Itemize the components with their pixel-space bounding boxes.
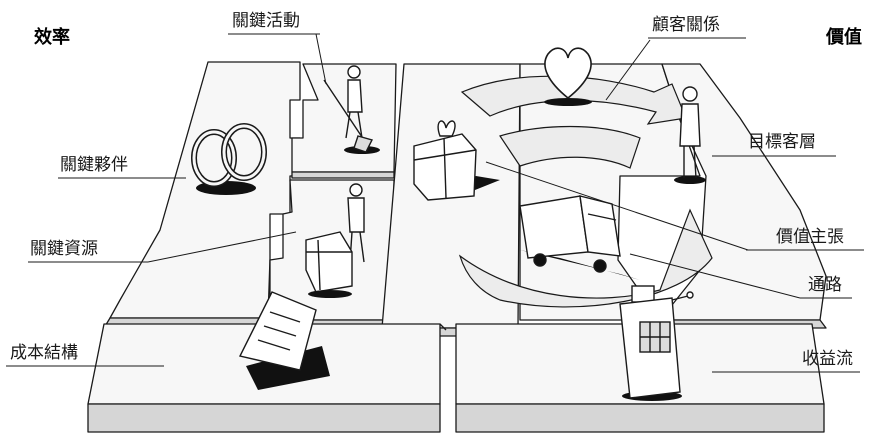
value-header: 價值 bbox=[826, 27, 862, 48]
document-pages-icon bbox=[238, 291, 330, 390]
delivery-truck-icon bbox=[519, 195, 640, 280]
key-resources-label: 關鍵資源 bbox=[30, 239, 98, 259]
revenue-streams-label: 收益流 bbox=[802, 349, 853, 369]
channels-label: 通路 bbox=[808, 275, 842, 295]
worker-with-box-icon bbox=[305, 183, 365, 298]
leader-lines bbox=[6, 33, 864, 373]
worker-digging-icon bbox=[323, 65, 380, 154]
key-activities-block bbox=[291, 63, 397, 179]
value-propositions-label: 價值主張 bbox=[776, 227, 844, 247]
rings-icon bbox=[191, 123, 267, 195]
cost-structure-label: 成本結構 bbox=[10, 343, 78, 363]
gift-box-icon bbox=[413, 120, 500, 201]
customer-person-icon bbox=[674, 86, 706, 184]
key-activities-label: 關鍵活動 bbox=[232, 11, 300, 31]
heart-icon bbox=[544, 47, 592, 106]
customer-segments-label: 目標客層 bbox=[748, 132, 816, 152]
channel-arrow-ring bbox=[499, 125, 641, 169]
efficiency-header: 效率 bbox=[34, 27, 70, 48]
cash-register-icon bbox=[619, 285, 694, 401]
channel-arrow-lower bbox=[458, 208, 713, 308]
customer-relationships-label: 顧客關係 bbox=[652, 15, 720, 35]
key-partners-label: 關鍵夥伴 bbox=[60, 155, 128, 175]
board-blocks bbox=[87, 61, 827, 433]
